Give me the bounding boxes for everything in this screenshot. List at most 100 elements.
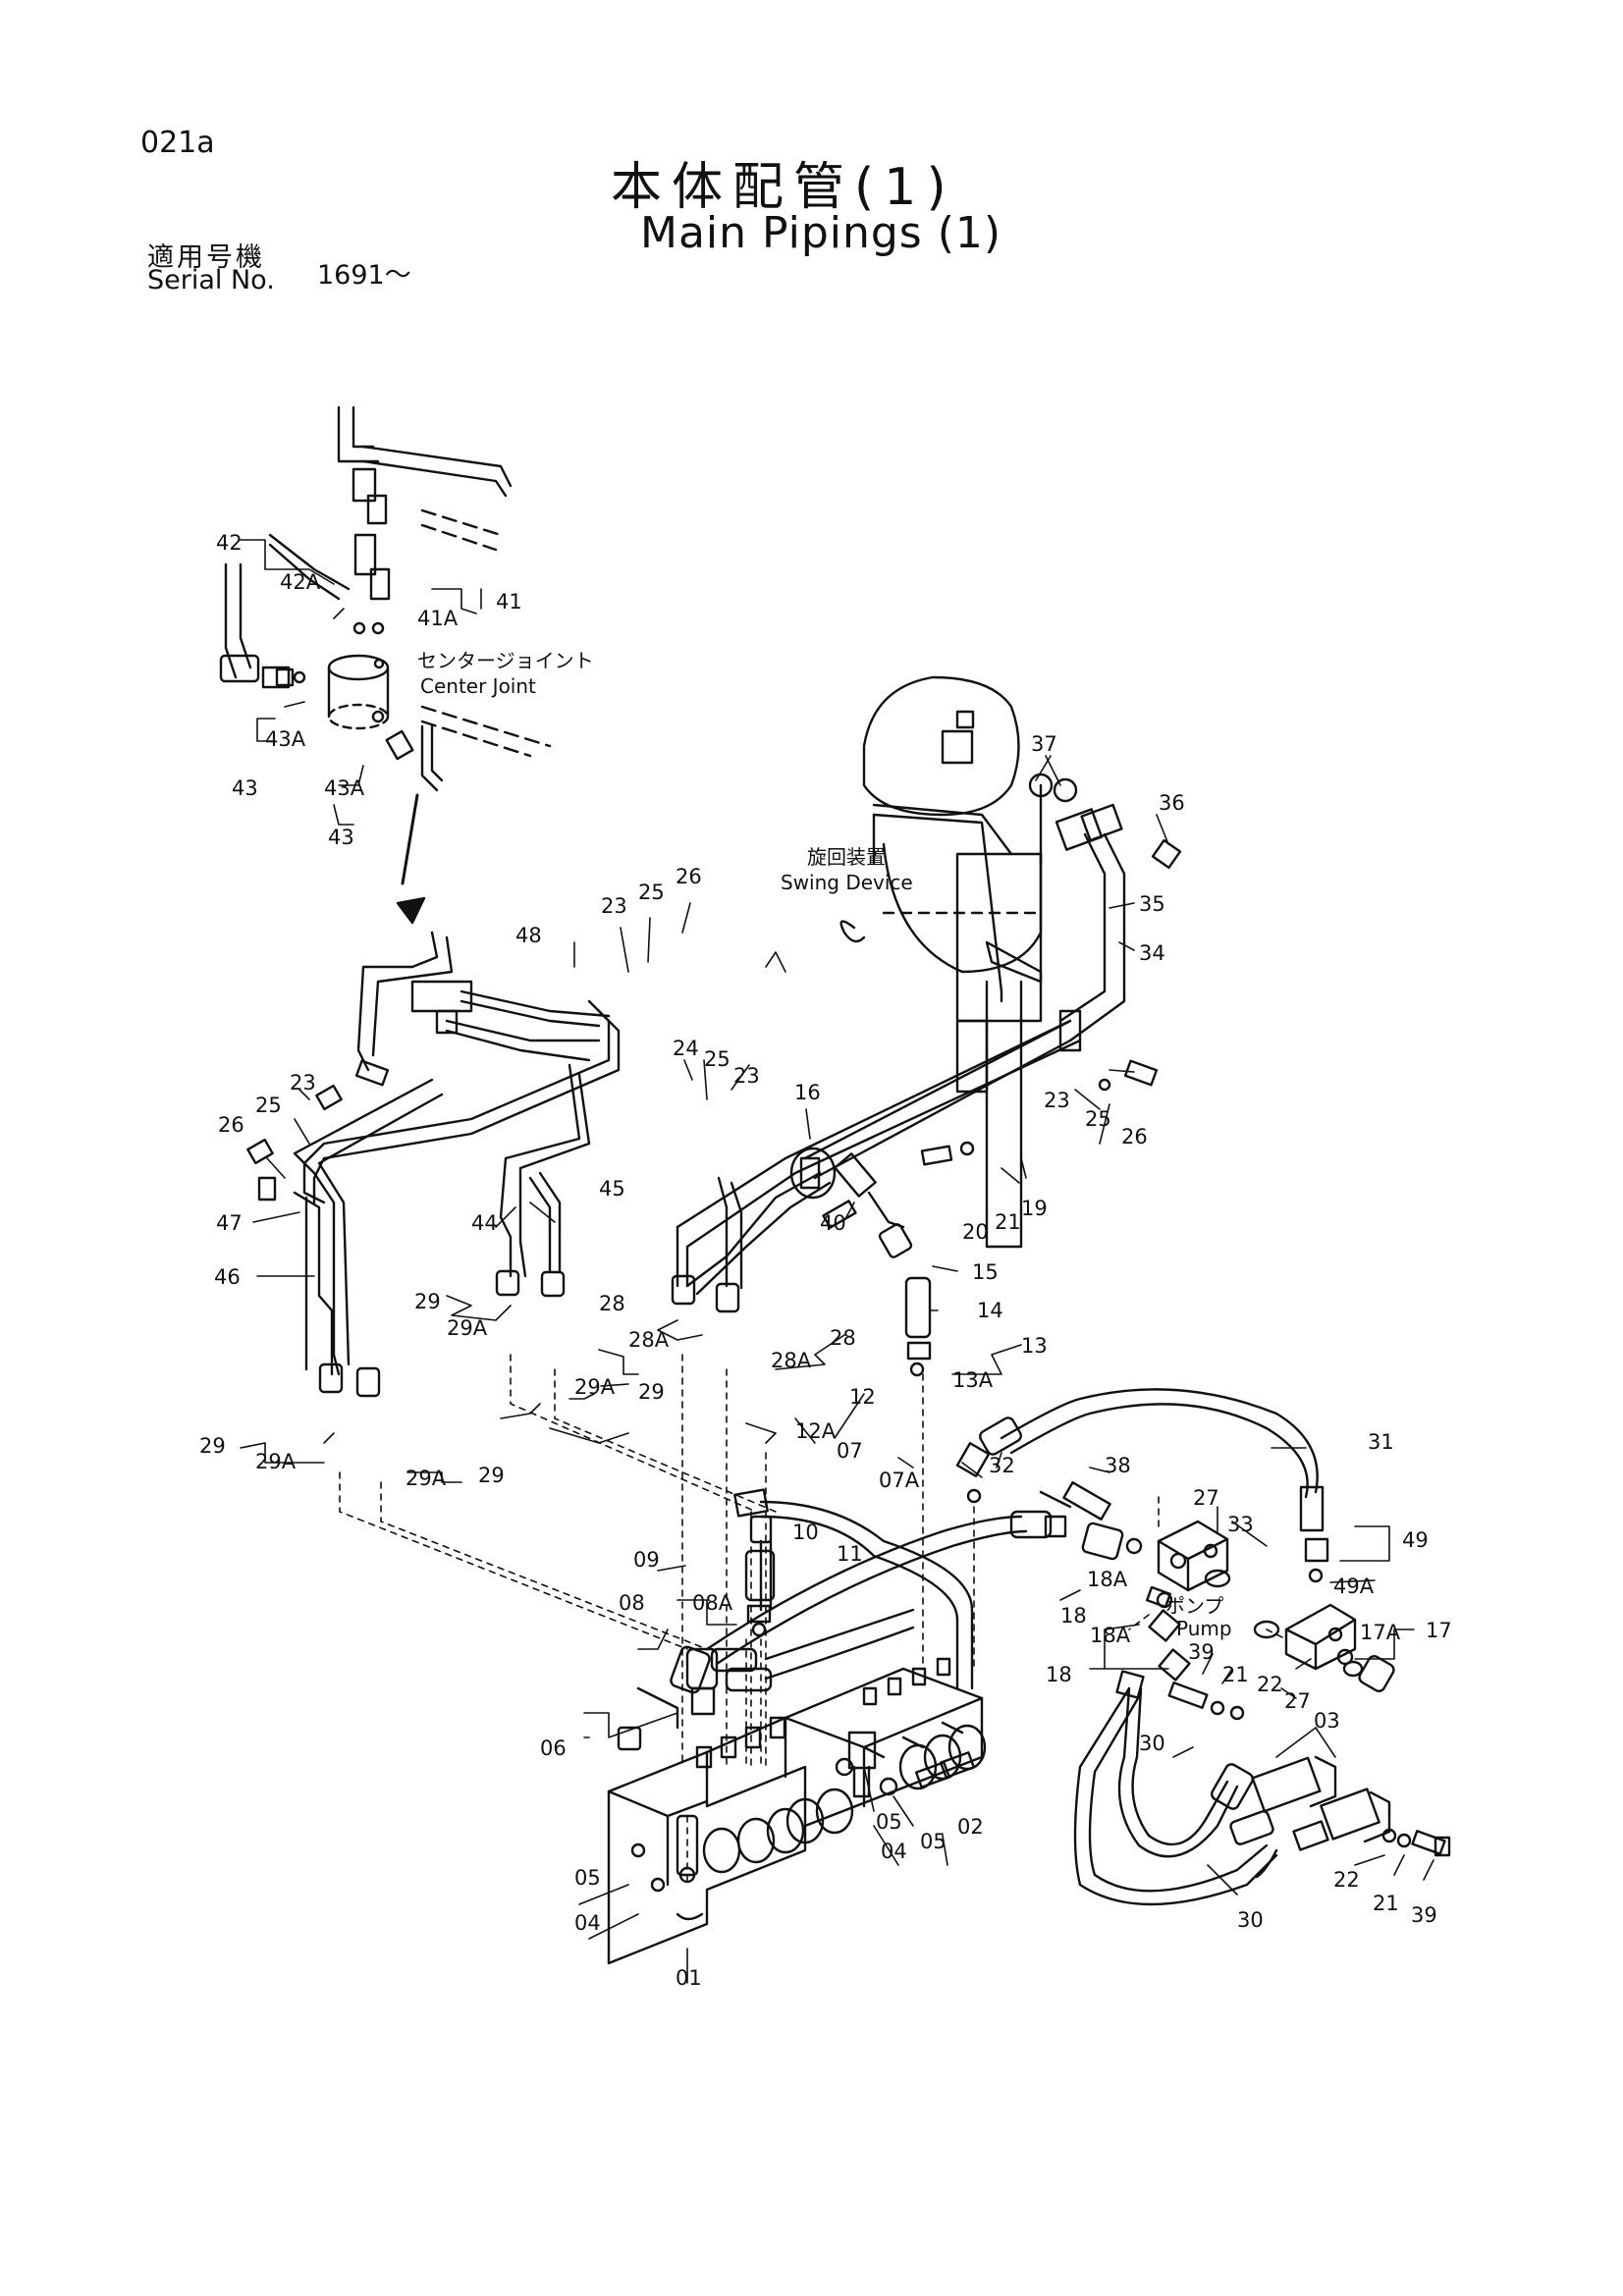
part-label: 29 bbox=[638, 1380, 665, 1404]
part-label: 28 bbox=[830, 1326, 856, 1350]
part-label: 22 bbox=[1333, 1868, 1360, 1892]
part-label: 05 bbox=[876, 1810, 902, 1834]
part-label: 29A bbox=[574, 1375, 616, 1399]
part-label: 29A bbox=[406, 1467, 447, 1490]
part-label: 41A bbox=[417, 607, 459, 630]
part-label: 30 bbox=[1237, 1908, 1264, 1932]
part-label: 18A bbox=[1090, 1624, 1131, 1647]
part-label: 28A bbox=[771, 1349, 812, 1372]
dashed-leader-lines bbox=[339, 1354, 1287, 1886]
part-label: 35 bbox=[1139, 892, 1165, 916]
part-label: 07 bbox=[837, 1439, 863, 1463]
swing-device-label-en: Swing Device bbox=[781, 871, 913, 894]
part-label: 43A bbox=[265, 727, 306, 751]
part-label: 36 bbox=[1159, 791, 1185, 815]
part-label: 13 bbox=[1021, 1334, 1048, 1358]
part-label: 21 bbox=[1222, 1663, 1249, 1686]
part-label: 38 bbox=[1105, 1454, 1131, 1477]
part-label: 14 bbox=[977, 1299, 1003, 1322]
part-label: 07A bbox=[879, 1468, 920, 1492]
part-label: 29A bbox=[447, 1316, 488, 1340]
part-label: 18 bbox=[1046, 1663, 1072, 1686]
part-label: 21 bbox=[995, 1210, 1021, 1234]
part-label: 25 bbox=[1085, 1107, 1111, 1131]
center-joint-label-en: Center Joint bbox=[420, 674, 536, 698]
part-label: 02 bbox=[957, 1815, 984, 1839]
part-label: 33 bbox=[1227, 1513, 1254, 1536]
upper-pipe-bundle bbox=[246, 931, 621, 1398]
part-label: 37 bbox=[1031, 732, 1057, 756]
part-label: 29 bbox=[414, 1290, 441, 1313]
leader-lines bbox=[240, 539, 1434, 1984]
part-label: 30 bbox=[1139, 1732, 1165, 1755]
part-label: 26 bbox=[676, 865, 702, 888]
part-label: 24 bbox=[673, 1037, 699, 1060]
part-label: 17A bbox=[1360, 1621, 1401, 1644]
part-label: 04 bbox=[574, 1911, 601, 1935]
swing-device-label-jp: 旋回装置 bbox=[807, 845, 886, 869]
part-label: 05 bbox=[920, 1830, 947, 1853]
part-label: 48 bbox=[515, 924, 542, 947]
part-label: 01 bbox=[676, 1966, 702, 1990]
part-label: 05 bbox=[574, 1866, 601, 1890]
pump-label-en: Pump bbox=[1176, 1617, 1232, 1640]
part-label: 29A bbox=[255, 1450, 297, 1473]
part-label: 32 bbox=[989, 1454, 1015, 1477]
center-joint-label-jp: センタージョイント bbox=[417, 649, 594, 672]
pump-assembly bbox=[1039, 1481, 1451, 1906]
pump-label-jp: ポンプ bbox=[1165, 1594, 1223, 1618]
middle-pipes bbox=[671, 1019, 1082, 1377]
part-label: 09 bbox=[633, 1548, 660, 1572]
part-label: 49A bbox=[1333, 1575, 1375, 1598]
page-code: 021a bbox=[140, 126, 215, 160]
serial-label-english: Serial No. bbox=[147, 265, 275, 295]
part-label: 27 bbox=[1284, 1689, 1311, 1713]
part-label: 12 bbox=[849, 1385, 876, 1409]
part-label: 41 bbox=[496, 590, 522, 614]
part-label: 40 bbox=[820, 1211, 846, 1235]
part-label: 19 bbox=[1021, 1197, 1048, 1220]
part-label: 43 bbox=[328, 826, 354, 849]
part-label: 15 bbox=[972, 1260, 999, 1284]
part-label: 28 bbox=[599, 1292, 625, 1315]
part-label: 46 bbox=[214, 1265, 241, 1289]
part-label: 26 bbox=[1121, 1125, 1148, 1148]
part-label: 26 bbox=[218, 1113, 244, 1137]
part-label: 10 bbox=[792, 1521, 819, 1544]
part-label: 04 bbox=[881, 1840, 907, 1863]
part-label: 18 bbox=[1060, 1604, 1087, 1628]
part-label: 39 bbox=[1411, 1903, 1437, 1927]
part-label: 43 bbox=[232, 776, 258, 800]
part-label: 27 bbox=[1193, 1486, 1219, 1510]
part-label: 43A bbox=[324, 776, 365, 800]
center-joint-assembly bbox=[219, 405, 552, 925]
page-title-english: Main Pipings (1) bbox=[640, 208, 1002, 258]
part-label: 21 bbox=[1373, 1892, 1399, 1915]
part-label: 29 bbox=[478, 1464, 505, 1487]
part-label: 17 bbox=[1426, 1619, 1452, 1642]
part-label: 22 bbox=[1257, 1673, 1283, 1696]
part-label: 25 bbox=[255, 1094, 282, 1117]
part-label: 29 bbox=[199, 1434, 226, 1458]
part-label: 47 bbox=[216, 1211, 243, 1235]
part-label: 03 bbox=[1314, 1709, 1340, 1733]
part-label: 31 bbox=[1368, 1430, 1394, 1454]
part-label: 49 bbox=[1402, 1528, 1429, 1552]
part-label: 13A bbox=[952, 1368, 994, 1392]
serial-number-value: 1691～ bbox=[317, 260, 411, 291]
part-label: 39 bbox=[1188, 1640, 1215, 1664]
part-label: 20 bbox=[962, 1220, 989, 1244]
part-label: 08A bbox=[692, 1591, 733, 1615]
part-label: 23 bbox=[1044, 1089, 1070, 1112]
part-label: 25 bbox=[638, 881, 665, 904]
swing-device-assembly bbox=[803, 675, 1182, 1249]
part-label: 18A bbox=[1087, 1568, 1128, 1591]
part-label: 44 bbox=[471, 1211, 498, 1235]
part-label: 28A bbox=[628, 1328, 670, 1352]
serial-label-japanese: 適用号機 bbox=[147, 242, 265, 273]
part-label: 23 bbox=[733, 1064, 760, 1088]
part-label: 08 bbox=[619, 1591, 645, 1615]
part-label: 12A bbox=[795, 1419, 837, 1443]
